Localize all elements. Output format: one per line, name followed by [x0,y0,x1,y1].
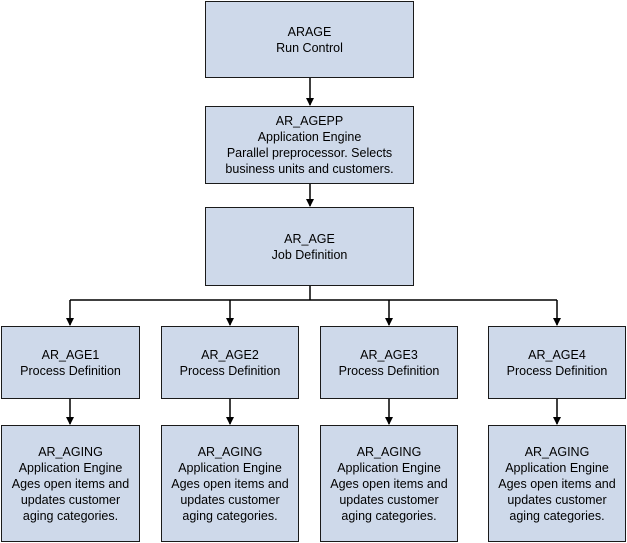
engine-desc-3: aging categories. [341,508,437,523]
process-definition-box-4: AR_AGE4 Process Definition [488,326,626,399]
engine-name: AR_AGING [38,444,103,459]
engine-desc-1: Ages open items and [330,476,448,491]
engine-name: AR_AGING [524,444,590,459]
job-name: AR_AGE [284,231,335,246]
process-type: Process Definition [20,363,121,378]
preprocessor-name: AR_AGEPP [275,114,344,128]
process-type: Process Definition [179,363,281,378]
run-control-name: ARAGE [287,24,332,39]
engine-desc-3: aging categories. [22,508,119,523]
process-definition-box-1: AR_AGE1 Process Definition [1,326,140,399]
process-definition-box-3: AR_AGE3 Process Definition [320,326,458,399]
engine-type: Application Engine [505,460,609,475]
process-type: Process Definition [506,363,608,378]
aging-engine-box-4: AR_AGING Application Engine Ages open it… [488,425,626,542]
process-name: AR_AGE4 [528,347,586,362]
engine-desc-2: updates customer [20,492,121,507]
engine-name: AR_AGING [197,444,263,459]
engine-name: AR_AGING [356,444,422,459]
aging-engine-box-3: AR_AGING Application Engine Ages open it… [320,425,458,542]
engine-desc-2: updates customer [180,492,280,507]
process-name: AR_AGE3 [360,347,418,362]
engine-desc-1: Ages open items and [11,476,130,491]
engine-type: Application Engine [337,460,441,475]
engine-desc-3: aging categories. [509,508,605,523]
engine-desc-2: updates customer [339,492,439,507]
process-name: AR_AGE2 [201,347,259,362]
preprocessor-desc-2: business units and customers. [225,162,394,176]
preprocessor-box: AR_AGEPP Application Engine Parallel pre… [205,106,414,184]
engine-desc-2: updates customer [507,492,607,507]
engine-desc-1: Ages open items and [498,476,616,491]
engine-desc-3: aging categories. [182,508,278,523]
preprocessor-type: Application Engine [257,130,362,144]
engine-type: Application Engine [178,460,282,475]
process-name: AR_AGE1 [41,347,100,362]
engine-desc-1: Ages open items and [171,476,289,491]
run-control-box: ARAGE Run Control [205,1,414,78]
process-type: Process Definition [338,363,440,378]
preprocessor-desc-1: Parallel preprocessor. Selects [226,146,393,160]
engine-type: Application Engine [18,460,123,475]
run-control-type: Run Control [276,40,343,55]
process-definition-box-2: AR_AGE2 Process Definition [161,326,299,399]
aging-engine-box-1: AR_AGING Application Engine Ages open it… [1,425,140,542]
job-definition-box: AR_AGE Job Definition [205,207,414,286]
aging-engine-box-2: AR_AGING Application Engine Ages open it… [161,425,299,542]
job-type: Job Definition [271,247,348,262]
